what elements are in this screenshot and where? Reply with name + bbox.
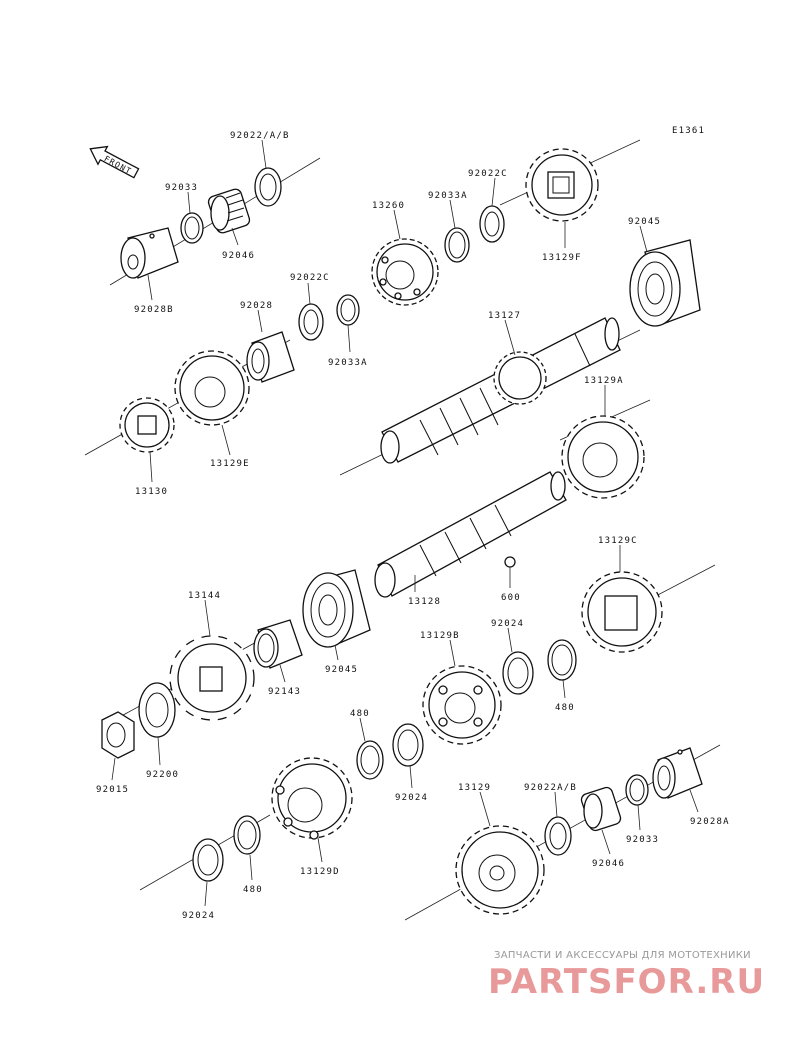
label-92024-a: 92024: [491, 619, 524, 629]
label-92022c-top: 92022C: [468, 169, 508, 179]
washer-92022c-mid: [298, 303, 324, 341]
collar-92143: [253, 619, 303, 669]
washer-92022c-top: [479, 205, 505, 243]
sprocket-13144: [169, 635, 255, 721]
label-600: 600: [501, 593, 521, 603]
circlip-92033a-mid: [336, 294, 360, 326]
circlip-480-c: [233, 815, 261, 855]
label-92033-bot: 92033: [626, 835, 659, 845]
label-13129c: 13129C: [598, 536, 638, 546]
label-92033-top: 92033: [165, 183, 198, 193]
gear-13129d: [271, 757, 353, 840]
washer-92024-c: [192, 838, 224, 882]
label-92045-mid: 92045: [325, 665, 358, 675]
label-92046-bot: 92046: [592, 859, 625, 869]
label-92200: 92200: [146, 770, 179, 780]
label-13129e: 13129E: [210, 459, 250, 469]
shaft-13128: [374, 471, 567, 598]
gear-13130: [119, 397, 175, 453]
label-92046-top: 92046: [222, 251, 255, 261]
label-92022-a-b-top: 92022/A/B: [230, 131, 290, 141]
label-13129f: 13129F: [542, 253, 582, 263]
bearing-92045-mid: [302, 569, 371, 648]
label-13129a: 13129A: [584, 376, 624, 386]
bearing-92046-top: [207, 188, 251, 234]
label-92022c-mid: 92022C: [290, 273, 330, 283]
label-92024-b: 92024: [395, 793, 428, 803]
ball-600: [504, 556, 516, 568]
label-13130: 13130: [135, 487, 168, 497]
part-labels: 92022/A/B 92033 92046 92028B 13260 92033…: [96, 131, 730, 921]
circlip-480-b: [356, 740, 384, 780]
bushing-92028b: [120, 227, 179, 279]
label-92024-c: 92024: [182, 911, 215, 921]
bushing-92028: [246, 331, 295, 383]
circlip-92033a-top: [444, 227, 470, 263]
circlip-92033-bot: [625, 774, 649, 806]
label-13144: 13144: [188, 591, 221, 601]
label-92028a: 92028A: [690, 817, 730, 827]
label-92033a-top: 92033A: [428, 191, 468, 201]
gear-13129e: [174, 350, 250, 426]
bearing-92045-top: [629, 239, 701, 327]
label-13129: 13129: [458, 783, 491, 793]
watermark-logo: PARTSFOR.RU: [488, 962, 766, 1002]
washer-92200: [138, 682, 176, 738]
washer-92024-b: [392, 723, 424, 767]
front-arrow-icon: FRONT: [89, 145, 140, 179]
gear-13129b: [422, 665, 502, 745]
gear-13129c: [581, 571, 663, 653]
washer-92024-a: [502, 651, 534, 695]
label-480-c: 480: [243, 885, 263, 895]
leader-lines: [111, 139, 699, 907]
gear-13129f: [525, 148, 599, 222]
label-13127: 13127: [488, 311, 521, 321]
label-13129b: 13129B: [420, 631, 460, 641]
label-480-b: 480: [350, 709, 370, 719]
gear-13260: [371, 238, 439, 306]
shaft-13127: [380, 317, 621, 464]
label-92022a-b-bot: 92022A/B: [524, 783, 577, 793]
diagram-code: E1361: [672, 126, 705, 136]
label-13128: 13128: [408, 597, 441, 607]
circlip-480-a: [547, 639, 577, 681]
circlip-92033-top: [180, 212, 204, 244]
label-13129d: 13129D: [300, 867, 340, 877]
label-92143: 92143: [268, 687, 301, 697]
gear-13129a: [561, 415, 645, 499]
label-13260: 13260: [372, 201, 405, 211]
label-92045-top: 92045: [628, 217, 661, 227]
bushing-92028a: [652, 747, 703, 799]
label-92028: 92028: [240, 301, 273, 311]
watermark-subtitle: ЗАПЧАСТИ И АКСЕССУАРЫ ДЛЯ МОТОТЕХНИКИ: [494, 950, 751, 961]
label-480-a: 480: [555, 703, 575, 713]
washer-92022a-bot: [544, 816, 572, 856]
nut-92015: [101, 711, 135, 759]
label-92033a-mid: 92033A: [328, 358, 368, 368]
washer-92022-top: [254, 167, 282, 207]
label-92015: 92015: [96, 785, 129, 795]
gear-13129: [455, 825, 545, 915]
label-92028b: 92028B: [134, 305, 174, 315]
bearing-92046-bot: [580, 786, 622, 832]
